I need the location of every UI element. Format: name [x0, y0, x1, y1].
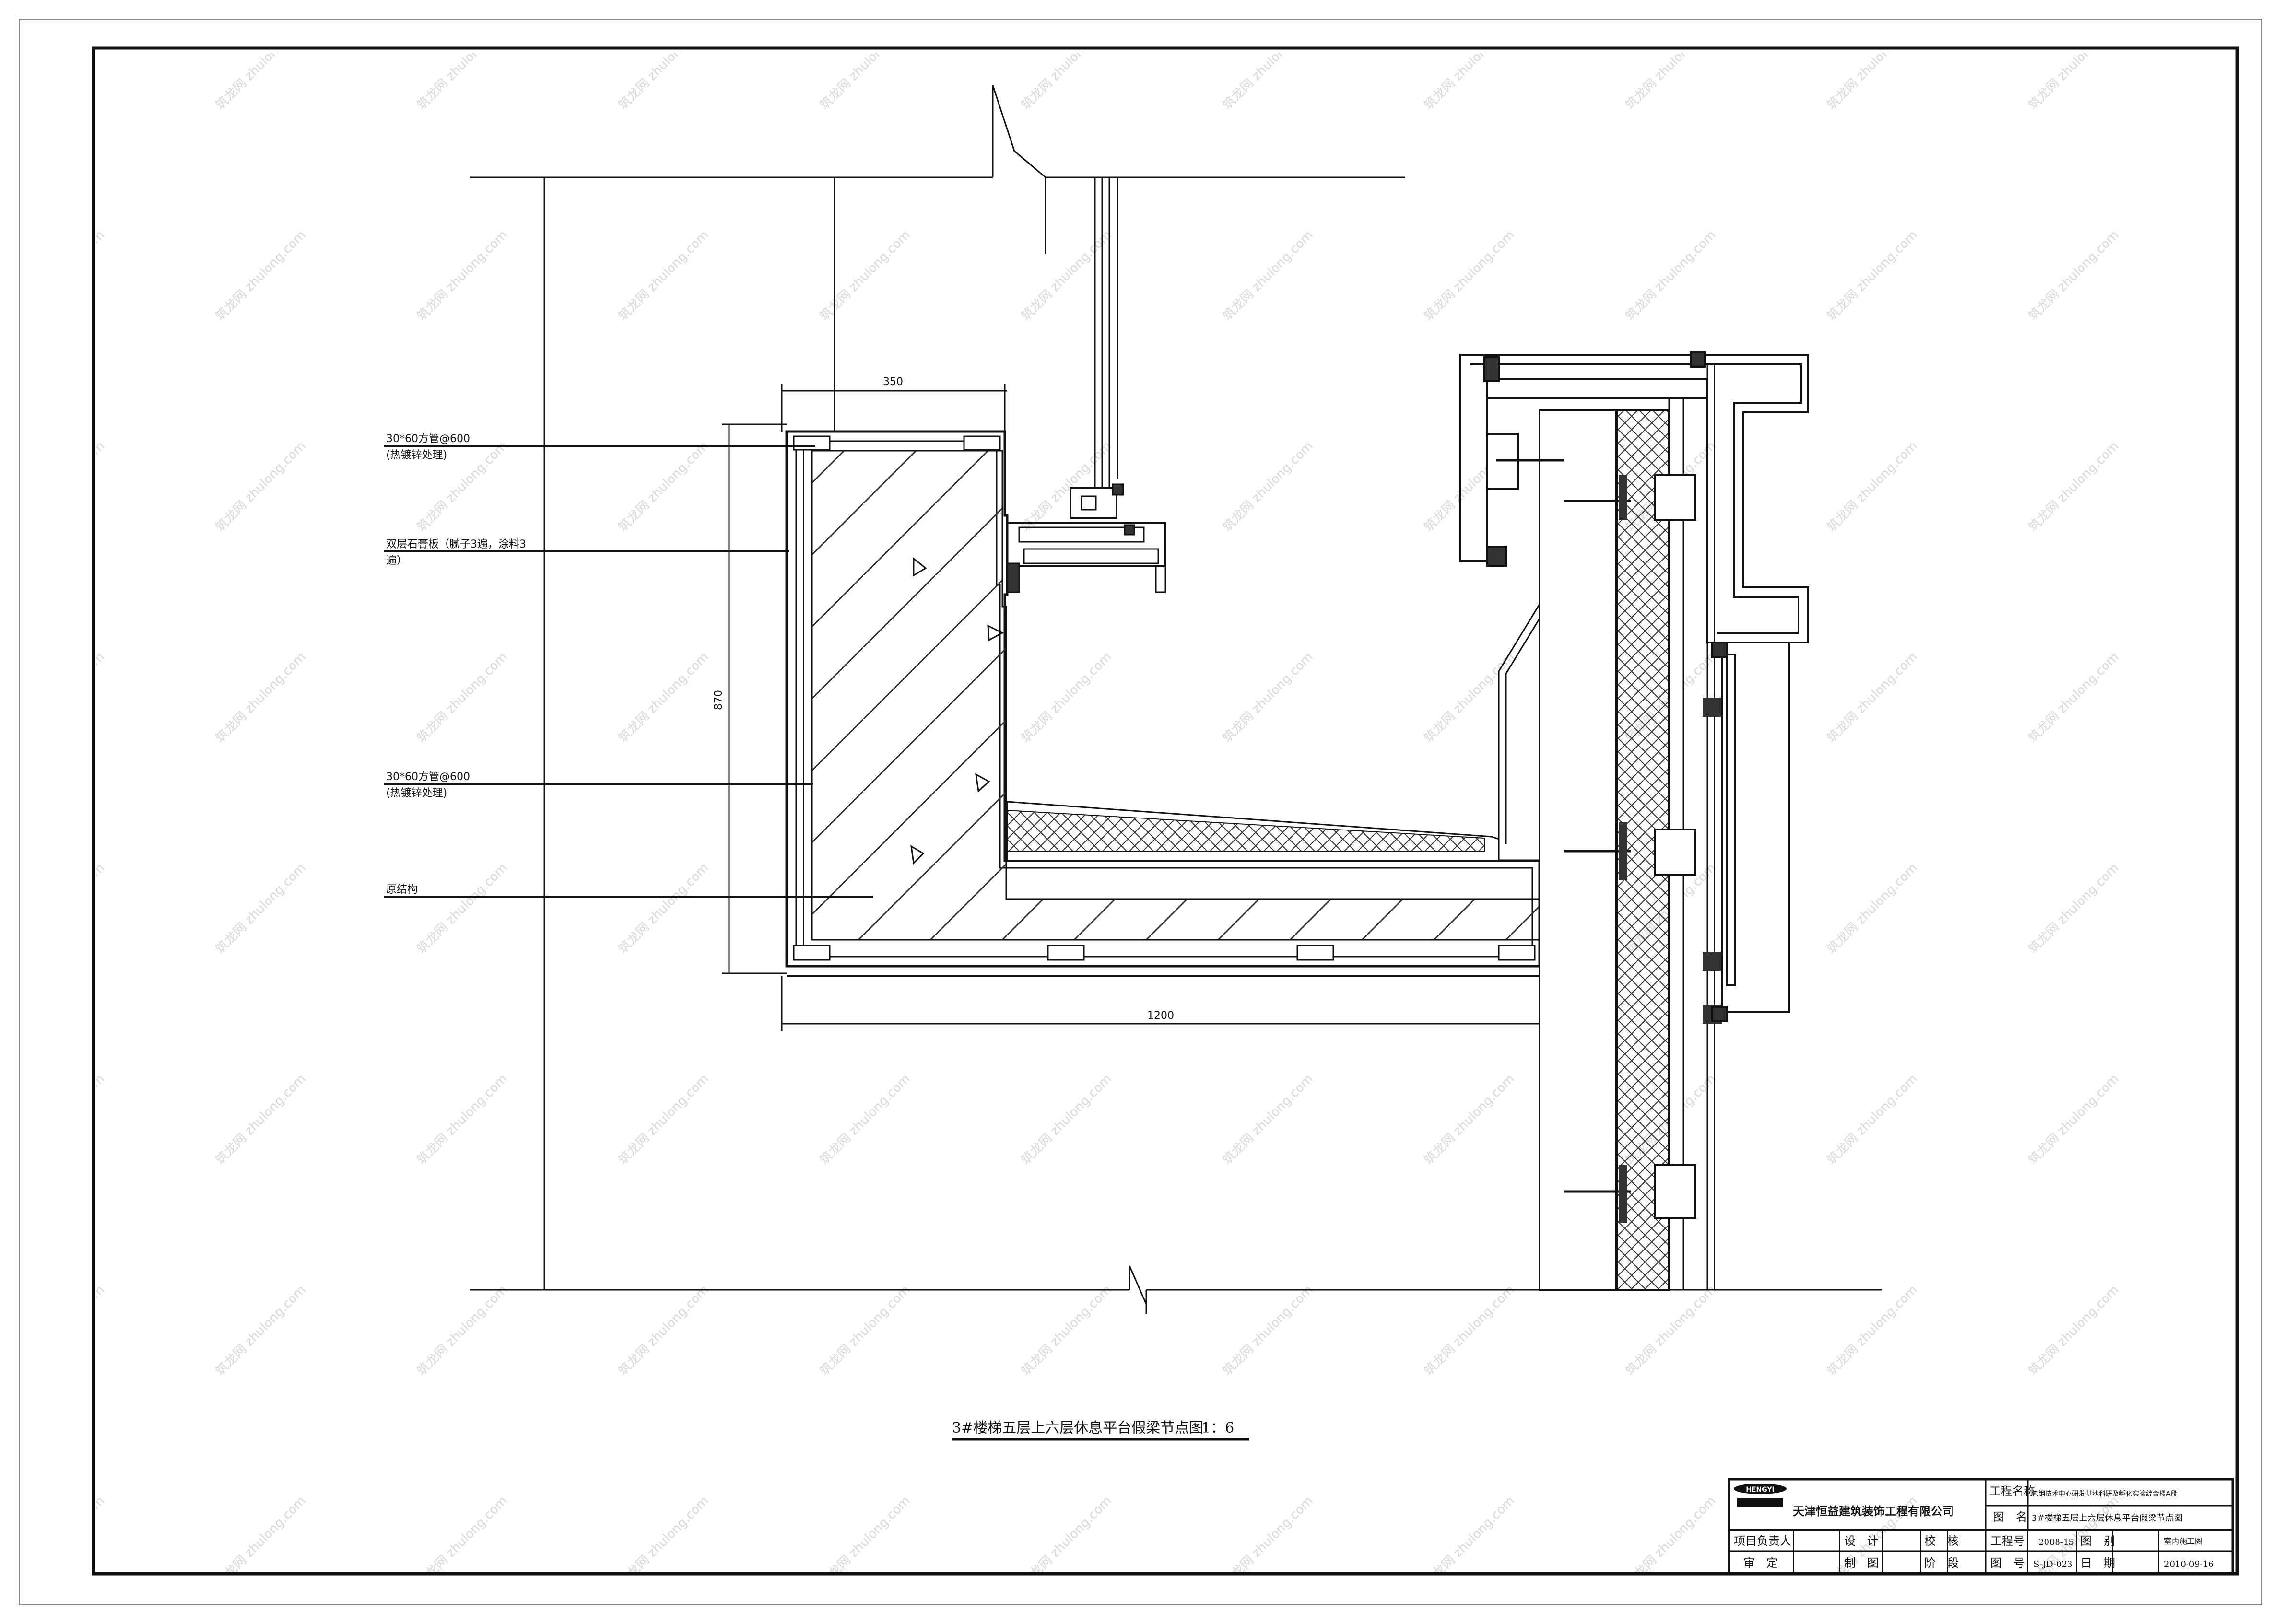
annotation-3: 30*60方管@600 (热镀锌处理) [386, 771, 470, 799]
canopy-cladding [1459, 351, 1809, 1022]
dimension-lines [722, 384, 1540, 1031]
annotation-3-line2: (热镀锌处理) [386, 787, 447, 799]
category-label: 图 别 [2081, 1534, 2115, 1548]
check-label: 校 核 [1924, 1534, 1959, 1548]
drawing-name: 3#楼梯五层上六层休息平台假梁节点图 [2032, 1513, 2183, 1523]
company-logo: HENGYI [1734, 1484, 1787, 1507]
annotation-1-line1: 30*60方管@600 [386, 433, 470, 445]
floor-slab [1006, 604, 1540, 862]
dim-top-width: 350 [883, 376, 903, 388]
project-name: 包钢技术中心研发基地科研及孵化实验综合楼A段 [2032, 1490, 2177, 1498]
draw-label: 制 图 [1844, 1556, 1879, 1570]
annotation-1-line2: (热镀锌处理) [386, 449, 447, 461]
annotation-2-line1: 双层石膏板（腻子3遍，涂料3 [386, 538, 526, 550]
date-label: 日 期 [2081, 1556, 2115, 1570]
date: 2010-09-16 [2164, 1559, 2214, 1569]
project-no-label: 工程号 [1990, 1534, 2025, 1548]
dim-height: 870 [713, 690, 725, 710]
false-beam-section [785, 430, 1541, 977]
project-no: 2008-15 [2038, 1537, 2074, 1547]
stage-label: 阶 段 [1924, 1556, 1959, 1570]
curtain-wall [1486, 364, 1722, 1291]
sheet-frame [19, 19, 2262, 1605]
project-label: 工程名称 [1989, 1484, 2035, 1498]
project-leader-label: 项目负责人 [1734, 1534, 1791, 1548]
drawing-title: 3#楼梯五层上六层休息平台假梁节点图 [952, 1420, 1203, 1437]
design-label: 设 计 [1844, 1534, 1879, 1548]
annotation-2: 双层石膏板（腻子3遍，涂料3 遍） [386, 538, 526, 567]
annotation-4-line1: 原结构 [386, 884, 418, 896]
annotation-1: 30*60方管@600 (热镀锌处理) [386, 433, 470, 461]
review-label: 审 定 [1743, 1556, 1778, 1570]
drawing-no: S-JD-023 [2034, 1559, 2073, 1569]
title-block [1728, 1478, 2234, 1575]
annotation-2-line2: 遍） [386, 555, 407, 567]
dim-bottom-width: 1200 [1147, 1010, 1174, 1022]
drawing-no-label: 图 号 [1990, 1556, 2025, 1570]
company-name: 天津恒益建筑装饰工程有限公司 [1793, 1505, 1954, 1518]
logo-text: HENGYI [1746, 1486, 1775, 1494]
background-structure [470, 85, 1882, 1314]
leader-lines [384, 445, 873, 898]
annotation-4: 原结构 [386, 884, 418, 896]
annotation-3-line1: 30*60方管@600 [386, 771, 470, 783]
category: 室内施工图 [2164, 1537, 2202, 1546]
drawing-scale: 1：6 [1201, 1420, 1234, 1437]
drawing-name-label: 图 名 [1993, 1510, 2027, 1524]
